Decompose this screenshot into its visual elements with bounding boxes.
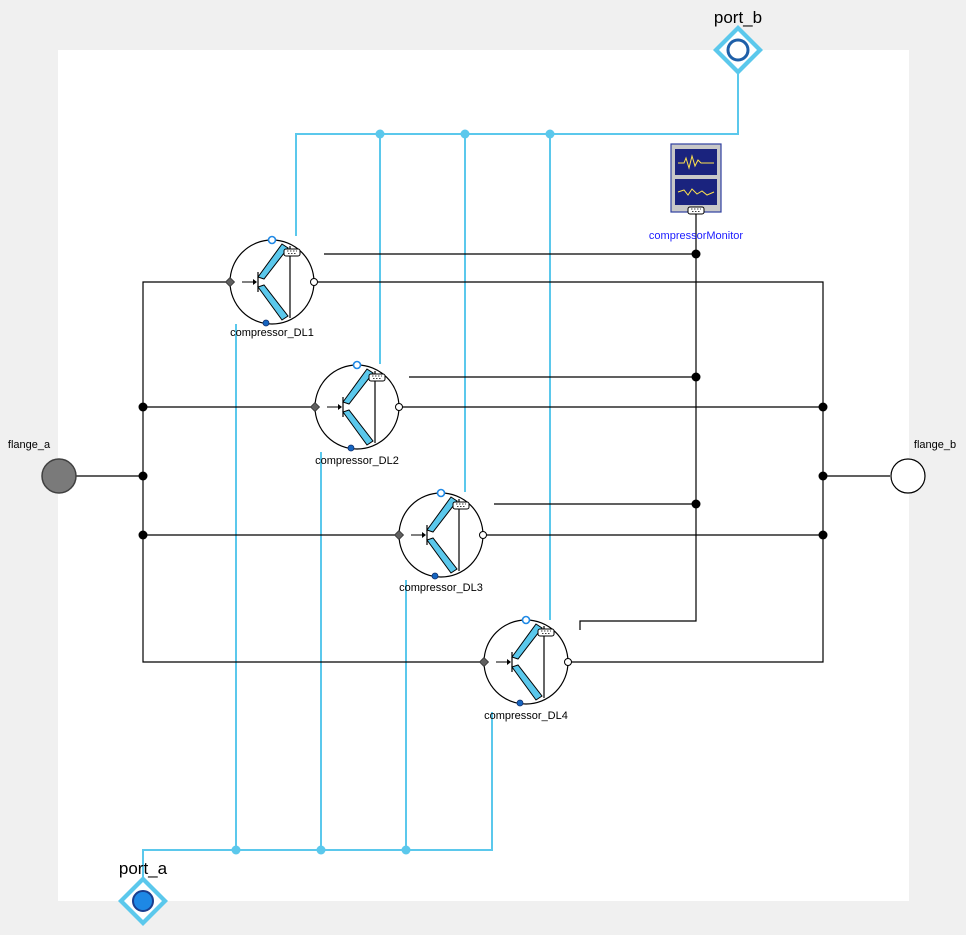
- monitor-waveform-icon: [677, 188, 715, 196]
- compressor-monitor-label: compressorMonitor: [649, 230, 743, 242]
- fluid-junction: [460, 129, 470, 139]
- port-b-circle: [726, 38, 750, 62]
- signal-junction: [691, 372, 701, 382]
- monitor-bus-connector[interactable]: [687, 206, 705, 215]
- port-b-connector[interactable]: [713, 25, 763, 75]
- port-a-circle: [132, 890, 154, 912]
- diagram-area: [58, 50, 909, 901]
- compressor-dl3-label: compressor_DL3: [399, 582, 483, 594]
- flange-a-connector[interactable]: [41, 458, 77, 494]
- flange-b-label: flange_b: [914, 439, 956, 451]
- port-a-label: port_a: [119, 859, 168, 878]
- fluid-junction: [401, 845, 411, 855]
- compressor-dl4-label: compressor_DL4: [484, 710, 568, 722]
- compressor-dl1-label: compressor_DL1: [230, 327, 314, 339]
- port-b-label: port_b: [714, 8, 762, 27]
- fluid-junction: [545, 129, 555, 139]
- flange-a-label: flange_a: [8, 439, 51, 451]
- mechanical-connections: [76, 214, 890, 663]
- monitor-bus[interactable]: [579, 214, 697, 630]
- mech-junction: [138, 530, 148, 540]
- fluid-junction: [375, 129, 385, 139]
- mech-junction: [818, 402, 828, 412]
- mech-junction: [138, 471, 148, 481]
- port-a-connector[interactable]: [118, 876, 168, 926]
- signal-junction: [691, 249, 701, 259]
- fluid-line-top-manifold[interactable]: [295, 68, 739, 236]
- compressor-monitor[interactable]: [670, 143, 722, 215]
- mech-junction: [818, 471, 828, 481]
- compressor-dl2-label: compressor_DL2: [315, 455, 399, 467]
- signal-junction: [691, 499, 701, 509]
- mechanical-junctions: [138, 249, 828, 540]
- fluid-junction: [316, 845, 326, 855]
- monitor-screen-bottom: [675, 179, 717, 205]
- flange-b-connector[interactable]: [890, 458, 926, 494]
- mech-junction: [138, 402, 148, 412]
- monitor-screen-top: [675, 149, 717, 175]
- fluid-junctions: [231, 129, 555, 855]
- monitor-waveform-icon: [678, 154, 714, 170]
- fluid-junction: [231, 845, 241, 855]
- mech-junction: [818, 530, 828, 540]
